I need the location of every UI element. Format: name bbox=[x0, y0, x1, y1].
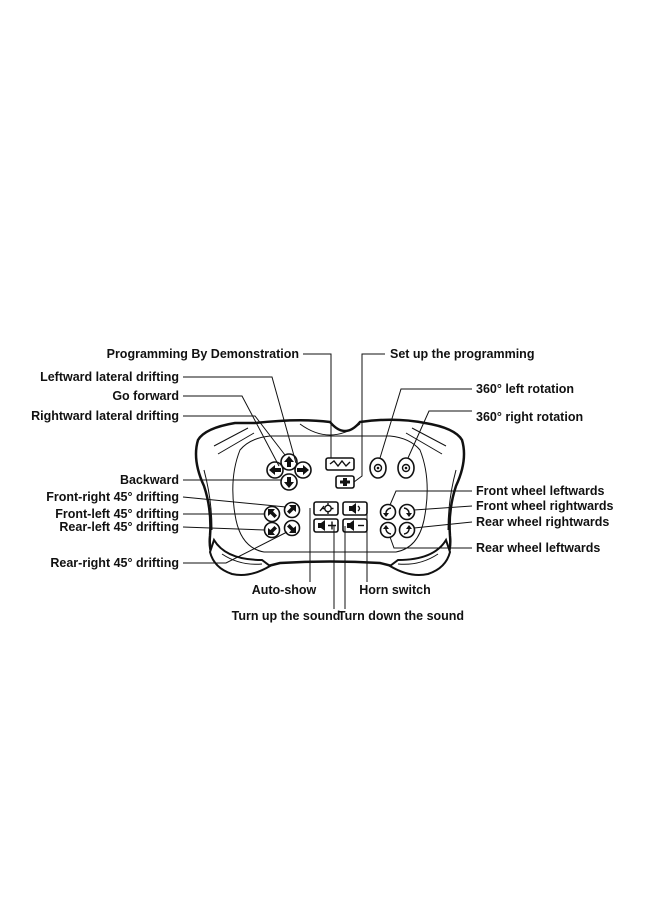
label-go-forward: Go forward bbox=[112, 389, 179, 403]
label-front-left-drift: Front-left 45° drifting bbox=[55, 507, 179, 521]
up-arrow-icon bbox=[284, 456, 294, 467]
leader-front-wheel-right bbox=[413, 505, 473, 511]
left-grip bbox=[208, 537, 272, 576]
label-rear-right-drift: Rear-right 45° drifting bbox=[50, 556, 179, 570]
leader-right-rotation bbox=[407, 410, 472, 459]
leader-front-wheel-left bbox=[389, 490, 472, 506]
gear-icon bbox=[324, 504, 332, 513]
volume-down-button[interactable] bbox=[342, 518, 368, 533]
label-leftward-drift: Leftward lateral drifting bbox=[40, 370, 179, 384]
left-arrow-icon bbox=[269, 465, 281, 475]
leader-rear-right-drift bbox=[183, 531, 288, 564]
label-volume-down: Turn down the sound bbox=[338, 609, 464, 623]
rear-wheel-left-button[interactable] bbox=[379, 521, 397, 539]
rightward-drift-button[interactable] bbox=[294, 461, 312, 479]
center-controls bbox=[313, 457, 368, 533]
label-volume-up: Turn up the sound bbox=[232, 609, 341, 623]
label-right-rotation: 360° right rotation bbox=[476, 410, 583, 424]
rotation-icon bbox=[373, 463, 383, 473]
speaker-plus-icon bbox=[318, 520, 325, 531]
cross-pad-icon bbox=[340, 478, 350, 486]
leader-go-forward bbox=[183, 395, 280, 467]
label-backward: Backward bbox=[120, 473, 179, 487]
diagonal-arrow-icon bbox=[287, 524, 296, 533]
front-wheel-left-button[interactable] bbox=[379, 503, 397, 521]
right-grip bbox=[388, 537, 452, 576]
wheel-pad bbox=[379, 503, 416, 539]
leader-rear-left-drift bbox=[182, 526, 266, 531]
rotation-icon bbox=[401, 463, 411, 473]
down-arrow-icon bbox=[284, 477, 294, 488]
label-setup-programming: Set up the programming bbox=[390, 347, 534, 361]
rear-left-drift-button[interactable] bbox=[263, 521, 281, 539]
label-left-rotation: 360° left rotation bbox=[476, 382, 574, 396]
leader-leftward-drift bbox=[183, 376, 297, 464]
diagonal-arrow-icon bbox=[268, 509, 277, 518]
diagonal-arrow-icon bbox=[287, 505, 296, 514]
movement-pad bbox=[263, 453, 312, 539]
auto-show-button[interactable] bbox=[313, 501, 339, 516]
label-programming-demo: Programming By Demonstration bbox=[107, 347, 299, 361]
label-front-right-drift: Front-right 45° drifting bbox=[46, 490, 179, 504]
leader-left-rotation bbox=[379, 388, 472, 459]
controller-body bbox=[194, 418, 466, 576]
leader-rear-wheel-left bbox=[389, 536, 472, 549]
diagonal-arrow-icon bbox=[268, 526, 277, 535]
leader-lines bbox=[182, 353, 473, 609]
programming-demo-button[interactable] bbox=[325, 457, 355, 471]
leader-rightward-drift bbox=[183, 415, 286, 456]
leader-front-right-drift bbox=[182, 496, 287, 508]
front-right-drift-button[interactable] bbox=[283, 501, 301, 519]
setup-programming-button[interactable] bbox=[335, 475, 355, 489]
program-icon bbox=[329, 459, 351, 468]
label-rear-wheel-left: Rear wheel leftwards bbox=[476, 541, 600, 555]
go-forward-button[interactable] bbox=[280, 453, 298, 471]
label-front-wheel-left: Front wheel leftwards bbox=[476, 484, 605, 498]
label-rear-wheel-right: Rear wheel rightwards bbox=[476, 515, 609, 529]
volume-up-button[interactable] bbox=[313, 518, 339, 533]
right-arrow-icon bbox=[297, 465, 309, 475]
backward-button[interactable] bbox=[280, 473, 298, 491]
front-wheel-right-button[interactable] bbox=[398, 503, 416, 521]
rear-right-drift-button[interactable] bbox=[283, 519, 301, 537]
leftward-drift-button[interactable] bbox=[266, 461, 284, 479]
leader-setup-programming bbox=[353, 353, 385, 483]
front-left-drift-button[interactable] bbox=[263, 505, 281, 523]
horn-switch-button[interactable] bbox=[342, 501, 368, 516]
left-rotation-button[interactable] bbox=[369, 457, 387, 479]
rotation-controls bbox=[369, 457, 415, 479]
label-auto-show: Auto-show bbox=[252, 583, 317, 597]
label-rightward-drift: Rightward lateral drifting bbox=[31, 409, 179, 423]
speaker-icon bbox=[349, 503, 356, 514]
labels: Programming By Demonstration Set up the … bbox=[31, 347, 613, 623]
label-horn-switch: Horn switch bbox=[359, 583, 431, 597]
right-rotation-button[interactable] bbox=[397, 457, 415, 479]
leader-rear-wheel-right bbox=[413, 521, 473, 529]
speaker-minus-icon bbox=[347, 520, 354, 531]
label-rear-left-drift: Rear-left 45° drifting bbox=[59, 520, 179, 534]
rear-wheel-right-button[interactable] bbox=[398, 521, 416, 539]
label-front-wheel-right: Front wheel rightwards bbox=[476, 499, 614, 513]
leader-programming-demo bbox=[303, 353, 332, 458]
